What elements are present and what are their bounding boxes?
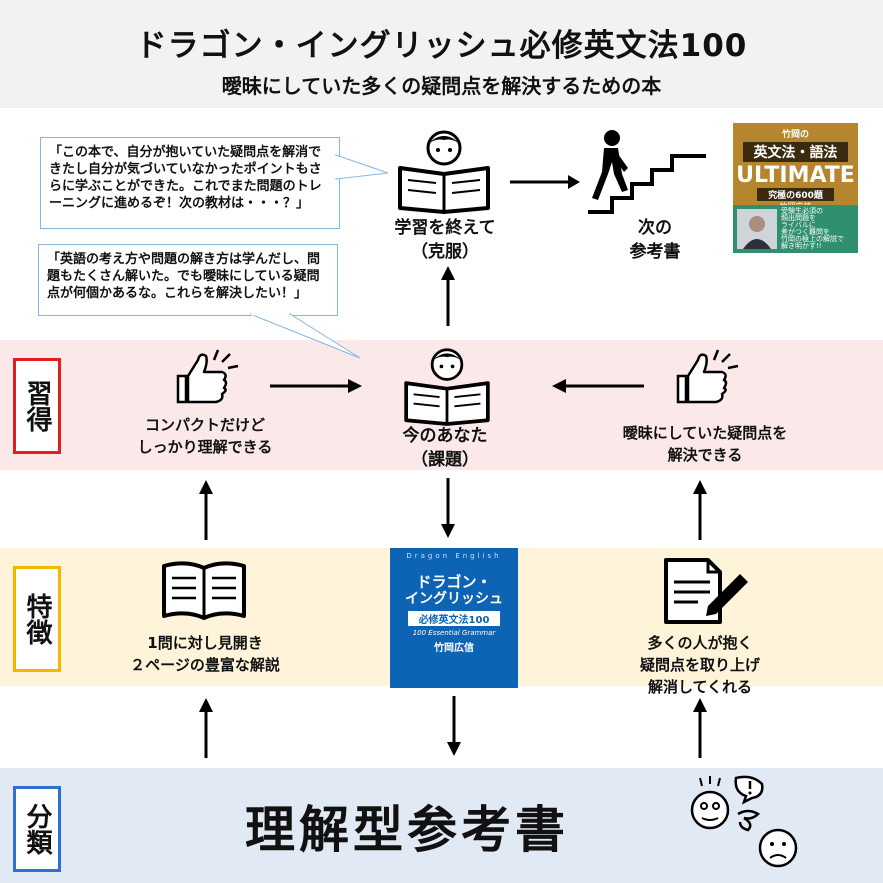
- row-label-text: 分類: [22, 803, 52, 855]
- center-book-author: 竹岡広信: [434, 643, 474, 654]
- right-good-caption: 曖昧にしていた疑問点を 解決できる: [595, 422, 815, 466]
- category-text: 理解型参考書: [245, 801, 569, 859]
- arrow-up-icon: [199, 480, 213, 540]
- bubble-tail-middle-icon: [249, 312, 361, 359]
- open-book-icon: [162, 561, 246, 620]
- author-photo: [737, 209, 777, 249]
- center-book-title2: イングリッシュ: [405, 591, 503, 607]
- thumbs-up-left-icon: [176, 349, 239, 404]
- header: [0, 0, 883, 108]
- center-book-cover: Dragon English ドラゴン・ イングリッシュ 必修英文法100 10…: [390, 548, 518, 688]
- row-label-shutoku: 習得: [13, 358, 61, 454]
- reader-finished-icon: [398, 130, 490, 214]
- arrow-up-icon: [199, 698, 213, 758]
- right-good-line1: 曖昧にしていた疑問点を: [622, 424, 788, 442]
- feature-left-caption: 1問に対し見開き ２ページの豊富な解説: [100, 632, 310, 676]
- finished-line1: 学習を終えて: [394, 218, 496, 238]
- left-good-line1: コンパクトだけど: [144, 416, 265, 434]
- arrow-up-icon: [693, 698, 707, 758]
- document-pen-icon: [664, 558, 748, 624]
- next-book-blurb: 受験生必須の 頻出問題を ライバルに 差がつく難問を 竹岡の極上の解説で 解き明…: [781, 208, 855, 250]
- left-good-caption: コンパクトだけど しっかり理解できる: [110, 414, 300, 458]
- center-book-title1: ドラゴン・: [416, 573, 492, 591]
- feature-right-caption: 多くの人が抱く 疑問点を取り上げ 解消してくれる: [600, 632, 800, 698]
- next-book-sub: 究極の600題: [757, 188, 834, 201]
- left-good-line2: しっかり理解できる: [137, 438, 273, 456]
- feature-right-line3: 解消してくれる: [647, 678, 753, 696]
- blurb-line: 竹岡の極上の解説で: [781, 235, 844, 243]
- row-label-bunrui: 分類: [13, 786, 61, 872]
- center-book-subtitle: 必修英文法100: [408, 611, 500, 626]
- next-book-big: ULTIMATE: [736, 163, 855, 188]
- stairs-climber-icon: [588, 130, 706, 214]
- arrow-left-icon: [552, 379, 644, 393]
- finished-caption: 学習を終えて （克服）: [360, 216, 530, 264]
- current-caption: 今のあなた （課題）: [370, 424, 520, 472]
- blurb-line: 解き明かす!!: [781, 242, 822, 250]
- row-label-tokucho: 特徴: [13, 566, 61, 672]
- center-book-tagline: 100 Essential Grammar: [412, 629, 496, 637]
- page-subtitle: 曖昧にしていた多くの疑問点を解決するための本: [221, 74, 662, 98]
- row-label-text: 特徴: [22, 593, 52, 645]
- center-book-series: Dragon English: [406, 552, 502, 560]
- feature-right-line2: 疑問点を取り上げ: [639, 656, 760, 674]
- next-book-band: 受験生必須の 頻出問題を ライバルに 差がつく難問を 竹岡の極上の解説で 解き明…: [733, 205, 858, 253]
- arrow-down-icon: [441, 478, 455, 538]
- speech-bubble-middle: 「英語の考え方や問題の解き方は学んだし、問題もたくさん解いた。でも曖昧にしている…: [38, 244, 338, 316]
- feature-left-line1: 1問に対し見開き: [147, 634, 263, 652]
- arrow-down-icon: [447, 696, 461, 756]
- page-title: ドラゴン・イングリッシュ必修英文法100: [135, 28, 748, 64]
- next-book-title: 英文法・語法: [743, 142, 848, 162]
- speech-bubble-top: 「この本で、自分が抱いていた疑問点を解消できたし自分が気づいていなかったポイント…: [40, 137, 340, 229]
- speech-bubble-middle-text: 「英語の考え方や問題の解き方は学んだし、問題もたくさん解いた。でも曖昧にしている…: [47, 252, 321, 301]
- blurb-line: 受験生必須の: [781, 207, 823, 215]
- next-line1: 次の: [638, 218, 672, 238]
- next-line2: 参考書: [629, 242, 681, 262]
- feature-right-line1: 多くの人が抱く: [647, 634, 753, 652]
- speech-bubble-top-text: 「この本で、自分が抱いていた疑問点を解消できたし自分が気づいていなかったポイント…: [49, 145, 322, 211]
- right-good-line2: 解決できる: [667, 446, 743, 464]
- blurb-line: 頻出問題を: [781, 214, 816, 222]
- current-line2: （課題）: [411, 450, 479, 470]
- row-label-text: 習得: [22, 380, 52, 432]
- person-photo-icon: [743, 216, 771, 249]
- next-book-cover: 竹岡の 英文法・語法 ULTIMATE 究極の600題 竹岡広信: [733, 123, 858, 211]
- blurb-line: ライバルに: [781, 221, 816, 229]
- arrow-up-icon: [441, 266, 455, 326]
- current-line1: 今のあなた: [402, 426, 488, 446]
- bubble-tail-top-icon: [334, 154, 389, 180]
- blurb-line: 差がつく難問を: [781, 228, 830, 236]
- finished-line2: （克服）: [411, 242, 479, 262]
- next-book-top-label: 竹岡の: [781, 130, 809, 140]
- arrow-up-icon: [693, 480, 707, 540]
- confused-faces-icon: [690, 775, 798, 868]
- arrow-right-icon: [270, 379, 362, 393]
- arrow-right-icon: [510, 175, 580, 189]
- thumbs-up-right-icon: [676, 349, 739, 404]
- next-caption: 次の 参考書: [600, 216, 710, 264]
- reader-current-icon: [404, 348, 490, 426]
- feature-left-line2: ２ページの豊富な解説: [130, 656, 280, 674]
